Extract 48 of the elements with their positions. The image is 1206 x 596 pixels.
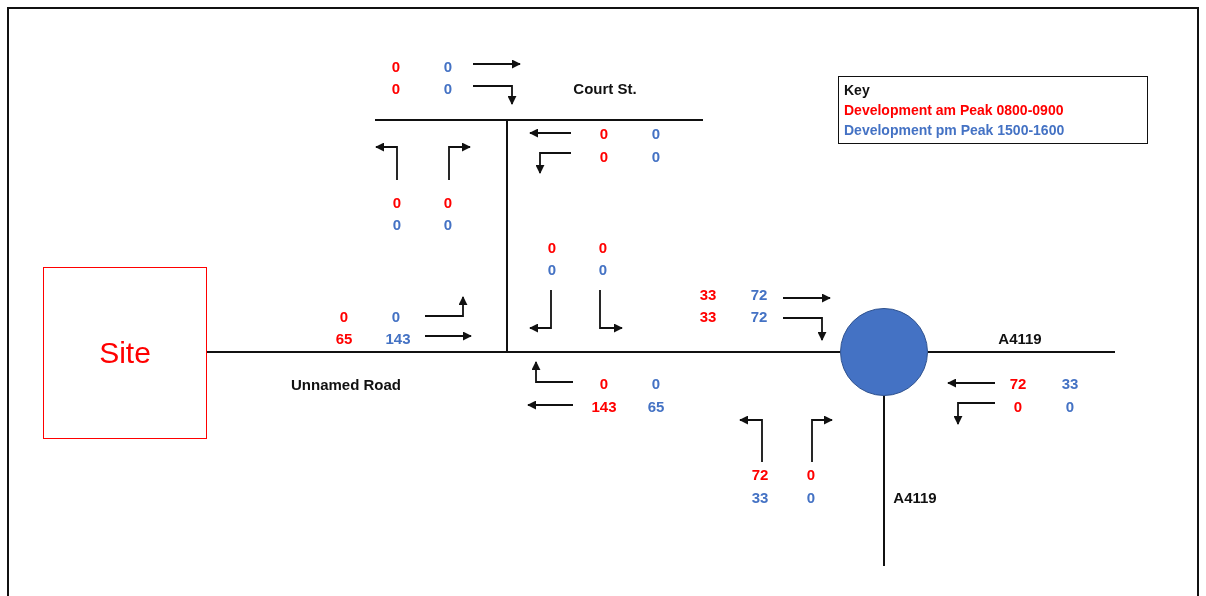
count: 143 bbox=[385, 329, 411, 347]
count: 33 bbox=[751, 488, 769, 506]
count: 0 bbox=[651, 374, 661, 392]
count: 0 bbox=[443, 215, 453, 233]
count: 0 bbox=[391, 57, 401, 75]
count: 0 bbox=[1013, 397, 1023, 415]
road-name: A4119 bbox=[998, 329, 1042, 347]
count: 72 bbox=[751, 465, 769, 483]
count: 0 bbox=[443, 193, 453, 211]
legend-entry: Development pm Peak 1500-1600 bbox=[844, 121, 1066, 140]
legend-entry: Development am Peak 0800-0900 bbox=[844, 101, 1065, 120]
road-line bbox=[927, 351, 1116, 353]
road-line bbox=[206, 351, 841, 353]
count: 0 bbox=[599, 147, 609, 165]
count: 33 bbox=[1061, 374, 1079, 392]
count: 143 bbox=[591, 397, 617, 415]
road-name: A4119 bbox=[893, 488, 937, 506]
count: 0 bbox=[391, 307, 401, 325]
count: 0 bbox=[443, 79, 453, 97]
count: 33 bbox=[699, 285, 717, 303]
count: 0 bbox=[547, 238, 557, 256]
count: 0 bbox=[599, 374, 609, 392]
count: 0 bbox=[651, 147, 661, 165]
count: 0 bbox=[598, 238, 608, 256]
count: 65 bbox=[335, 329, 353, 347]
key-heading: Key bbox=[844, 81, 871, 100]
road-line bbox=[883, 395, 885, 567]
count: 0 bbox=[392, 215, 402, 233]
count: 0 bbox=[599, 124, 609, 142]
site-label: Site bbox=[99, 336, 151, 370]
count: 72 bbox=[750, 307, 768, 325]
count: 72 bbox=[1009, 374, 1027, 392]
count: 0 bbox=[651, 124, 661, 142]
road-name: Court St. bbox=[573, 79, 637, 97]
site-box bbox=[43, 267, 207, 439]
count: 0 bbox=[806, 465, 816, 483]
count: 0 bbox=[392, 193, 402, 211]
count: 0 bbox=[547, 260, 557, 278]
count: 72 bbox=[750, 285, 768, 303]
count: 0 bbox=[598, 260, 608, 278]
count: 33 bbox=[699, 307, 717, 325]
count: 0 bbox=[806, 488, 816, 506]
count: 0 bbox=[443, 57, 453, 75]
count: 0 bbox=[339, 307, 349, 325]
count: 65 bbox=[647, 397, 665, 415]
road-name: Unnamed Road bbox=[291, 375, 401, 393]
count: 0 bbox=[1065, 397, 1075, 415]
count: 0 bbox=[391, 79, 401, 97]
